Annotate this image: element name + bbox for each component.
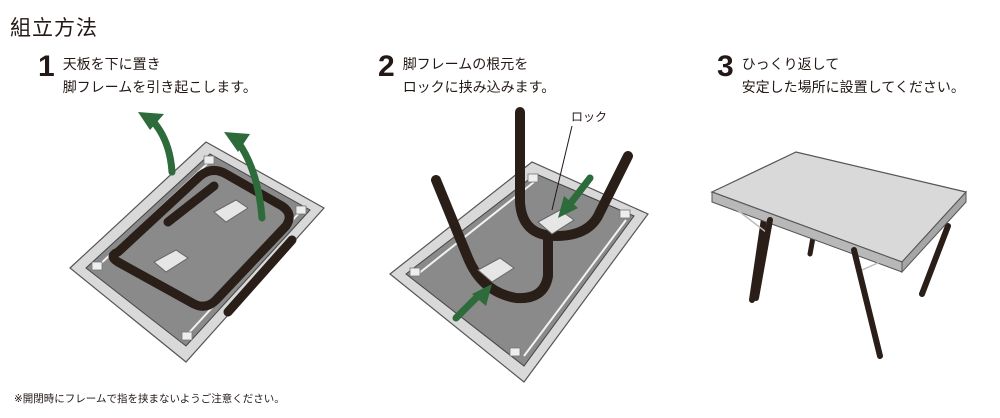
step-3-line2: 安定した場所に設置してください。 xyxy=(741,80,965,96)
step-1: 1 天板を下に置き 脚フレームを引き起こします。 xyxy=(38,52,257,100)
step-1-line1: 天板を下に置き xyxy=(62,57,161,73)
step-3-number: 3 xyxy=(717,50,734,83)
step-1-leg-frame-inner xyxy=(163,181,219,227)
step-1-line2: 脚フレームを引き起こします。 xyxy=(62,80,257,96)
step-1-arrow-left xyxy=(148,116,176,176)
lock-callout-label: ロック xyxy=(571,110,608,124)
step-2-arrow-lower xyxy=(452,292,482,322)
step-2-line2: ロックに挟み込みます。 xyxy=(402,80,556,96)
step-2-lock-block-front xyxy=(477,257,515,283)
step-2-number: 2 xyxy=(378,50,395,83)
step-1-arrow-right xyxy=(234,138,266,222)
step-2-tabletop-inner xyxy=(405,173,635,367)
step-2-text: 脚フレームの根元を ロックに挟み込みます。 xyxy=(403,52,556,100)
step-1-illustration xyxy=(69,112,325,363)
step-3-leg-front-right xyxy=(851,247,883,359)
step-3-text: ひっくり返して 安定した場所に設置してください。 xyxy=(742,52,965,100)
step-2: 2 脚フレームの根元を ロックに挟み込みます。 xyxy=(378,52,555,100)
step-3-leg-front-left xyxy=(753,217,773,301)
step-2-lock-block-back xyxy=(537,209,575,235)
step-3-illustration xyxy=(710,151,968,359)
caution-note: ※開閉時にフレームで指を挟まないようご注意ください。 xyxy=(14,393,285,405)
step-1-tabletop-inner xyxy=(85,153,311,347)
step-1-text: 天板を下に置き 脚フレームを引き起こします。 xyxy=(63,52,257,100)
step-2-leg-frame-front xyxy=(431,175,553,304)
page-title: 組立方法 xyxy=(10,16,98,40)
step-2-leg-frame-back xyxy=(515,107,633,241)
step-1-leg-frame-outer xyxy=(108,166,294,311)
step-3-leg-back-right xyxy=(919,223,951,297)
step-3-leg-back-left xyxy=(749,209,768,303)
step-1-number: 1 xyxy=(38,50,55,83)
step-2-line1: 脚フレームの根元を xyxy=(402,57,529,73)
step-1-lock-block xyxy=(213,199,249,223)
step-2-illustration xyxy=(389,107,649,383)
step-3-line1: ひっくり返して xyxy=(741,57,840,73)
step-2-arrow-upper xyxy=(566,174,594,208)
step-3: 3 ひっくり返して 安定した場所に設置してください。 xyxy=(717,52,965,100)
